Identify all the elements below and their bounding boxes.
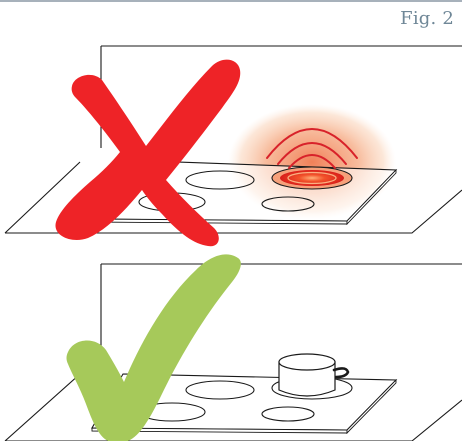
panel-correct	[5, 254, 462, 441]
panel-incorrect	[5, 46, 462, 246]
